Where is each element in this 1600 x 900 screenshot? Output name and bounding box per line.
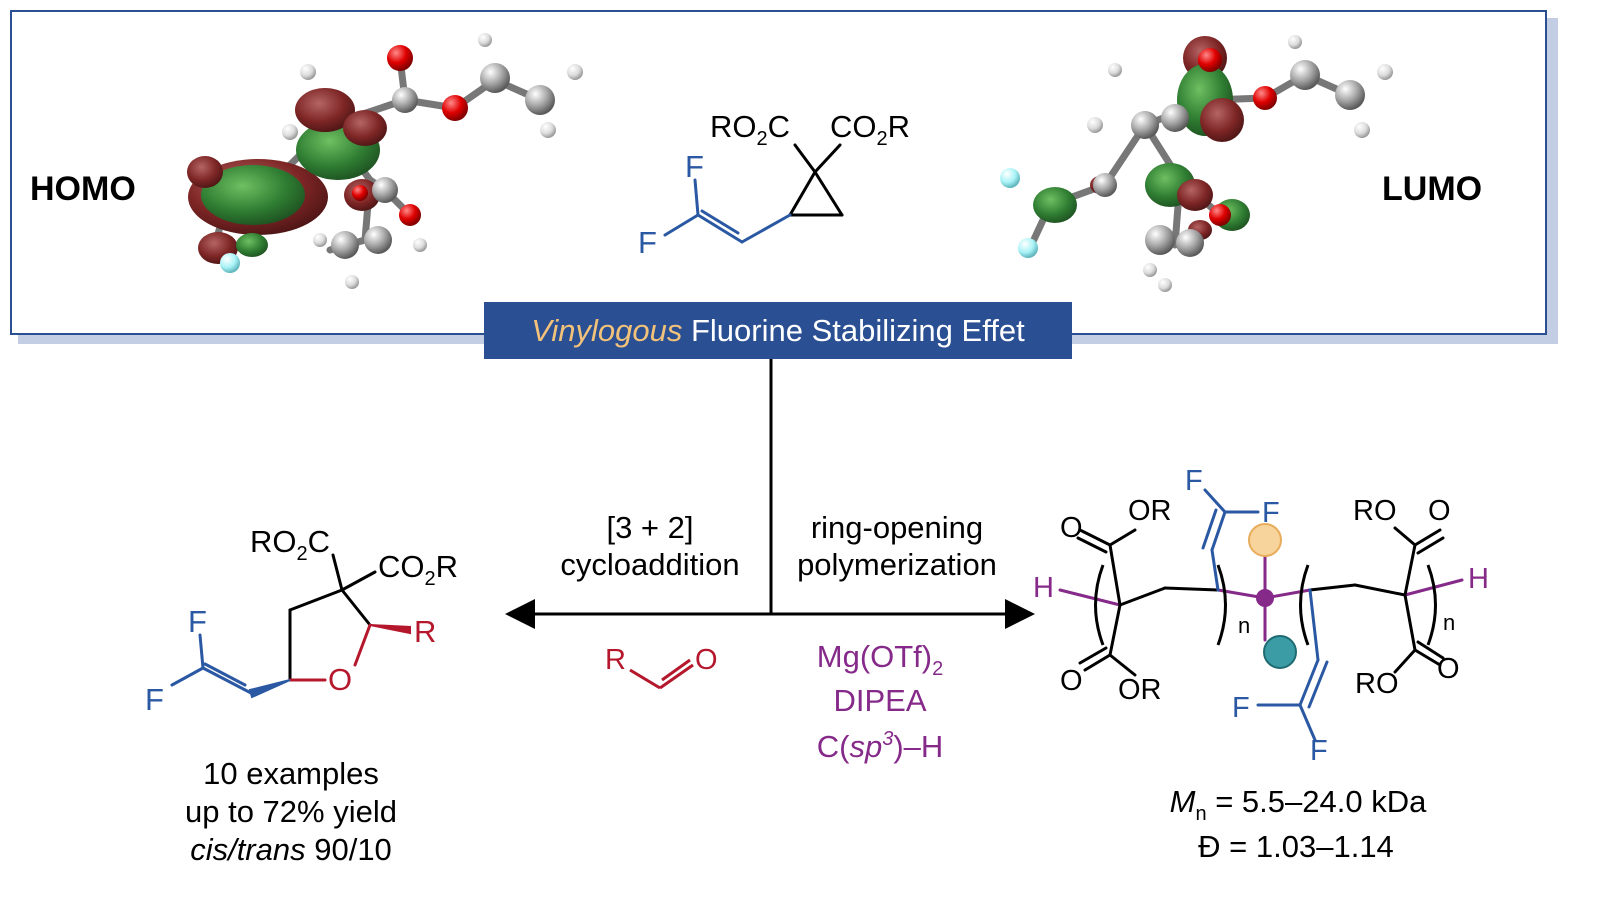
- polymerization-label-2: polymerization: [797, 547, 997, 582]
- effect-banner: [484, 302, 1072, 359]
- product-R: R: [414, 614, 436, 649]
- substrate-ester-left: RO2C: [710, 109, 790, 150]
- aldehyde-R: R: [605, 644, 626, 676]
- polymer-result-1: Mn = 5.5–24.0 kDa: [1170, 784, 1427, 825]
- product-ester-right: CO2R: [378, 549, 458, 590]
- polymer-F-4: F: [1310, 735, 1328, 767]
- effect-banner-text: Vinylogous Fluorine Stabilizing Effet: [531, 313, 1025, 348]
- aldehyde-reagent: R O: [605, 644, 718, 690]
- cycloaddition-result-2: up to 72% yield: [185, 794, 397, 829]
- catalyst-mg: Mg(OTf)2: [817, 639, 944, 680]
- product-f-bottom: F: [145, 682, 164, 717]
- polymer-structure: H H: [1033, 465, 1489, 767]
- polymer-n-2: n: [1443, 610, 1455, 635]
- polymer-RO-2: RO: [1355, 668, 1399, 700]
- polymer-F-2: F: [1262, 497, 1280, 529]
- cycloaddition-label-2: cycloaddition: [560, 547, 739, 582]
- homo-orbital-model: [187, 33, 583, 289]
- polymer-H-left: H: [1033, 572, 1054, 604]
- product-ester-left: RO2C: [250, 524, 330, 565]
- lumo-label: LUMO: [1382, 170, 1482, 208]
- catalyst-dipea: DIPEA: [833, 683, 926, 718]
- polymer-O-3: O: [1428, 495, 1451, 527]
- radical-circle: [1248, 523, 1282, 557]
- catalyst-csp3: C(sp3)–H: [817, 728, 944, 764]
- polymer-O-2: O: [1060, 665, 1083, 697]
- anion-circle: [1263, 635, 1297, 669]
- polymer-n-1: n: [1238, 613, 1250, 638]
- polymer-O-1: O: [1060, 512, 1083, 544]
- polymer-H-right: H: [1468, 563, 1489, 595]
- cycloaddition-label-1: [3 + 2]: [606, 510, 693, 545]
- substrate-f-bottom: F: [638, 225, 657, 260]
- cycloaddition-result-3: cis/trans 90/10: [190, 832, 392, 867]
- polymer-F-1: F: [1185, 465, 1203, 497]
- homo-label: HOMO: [30, 170, 136, 208]
- aldehyde-O: O: [695, 644, 718, 676]
- polymer-F-3: F: [1232, 692, 1250, 724]
- polymerization-label-1: ring-opening: [811, 510, 983, 545]
- cycloaddition-result-1: 10 examples: [203, 756, 379, 791]
- substrate-f-top: F: [685, 149, 704, 184]
- cycloaddition-product: RO2C CO2R O R F F: [145, 524, 458, 717]
- polymer-OR-1: OR: [1128, 495, 1172, 527]
- polymer-O-4: O: [1437, 653, 1460, 685]
- product-ring-O: O: [328, 662, 352, 697]
- polymer-OR-2: OR: [1118, 674, 1162, 706]
- product-f-top: F: [188, 604, 207, 639]
- substrate-structure: RO2C CO2R F F: [638, 109, 910, 260]
- substrate-ester-right: CO2R: [830, 109, 910, 150]
- lumo-orbital-model: [1000, 35, 1393, 292]
- branch-arrows: [505, 359, 1035, 629]
- polymer-result-2: Đ = 1.03–1.14: [1198, 829, 1394, 864]
- polymer-RO-1: RO: [1353, 495, 1397, 527]
